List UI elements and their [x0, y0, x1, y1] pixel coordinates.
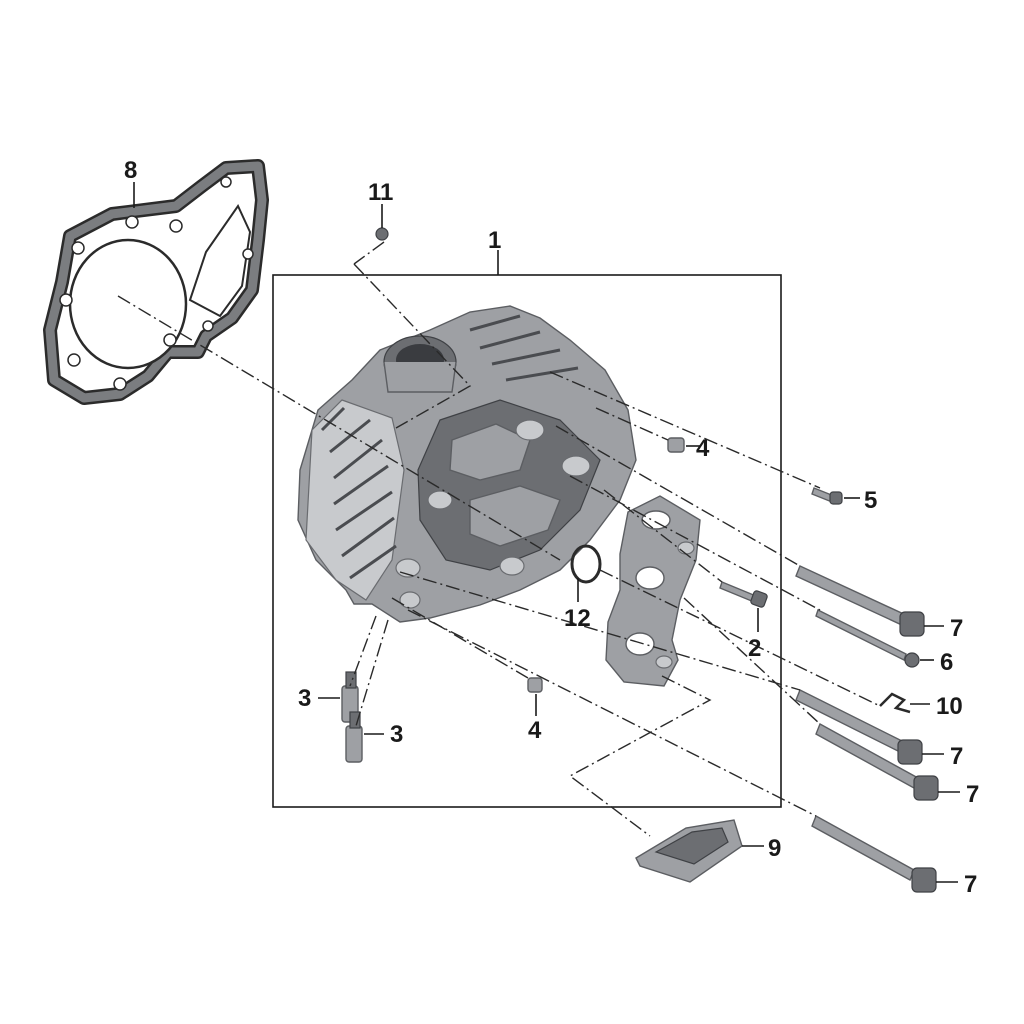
head-bolt-1[interactable] [795, 565, 925, 637]
callout-7-fourth: 7 [964, 871, 977, 898]
locating-pin[interactable] [815, 609, 920, 668]
spring-clip[interactable] [879, 692, 911, 714]
o-ring[interactable] [570, 544, 602, 584]
head-bolt-2[interactable] [795, 689, 923, 765]
callout-11: 11 [368, 179, 393, 206]
cylinder-head-frame [272, 274, 782, 808]
dowel-sleeve-lower[interactable] [527, 677, 543, 693]
callout-5: 5 [864, 487, 877, 514]
bolt-small[interactable] [811, 487, 843, 505]
stud-lower[interactable] [345, 711, 363, 763]
callout-7-third: 7 [966, 781, 979, 808]
callout-8: 8 [124, 157, 137, 184]
callout-4-lower: 4 [528, 717, 542, 744]
head-bolt-3[interactable] [815, 723, 939, 801]
leader-lines [133, 182, 960, 883]
callout-12: 12 [564, 605, 591, 632]
callout-6: 6 [940, 649, 953, 676]
assembly-lines [117, 241, 881, 837]
head-gasket[interactable] [43, 159, 269, 405]
screw-plug[interactable] [375, 227, 389, 241]
camshaft-bearing-bridge[interactable] [605, 495, 701, 687]
callout-9: 9 [768, 835, 781, 862]
callout-3-upper: 3 [298, 685, 311, 712]
callout-4-upper: 4 [696, 435, 710, 462]
callout-7-second: 7 [950, 743, 963, 770]
callout-1: 1 [488, 227, 501, 254]
callout-2: 2 [748, 635, 761, 662]
bolt-short[interactable] [719, 581, 768, 608]
callout-10: 10 [936, 693, 963, 720]
callout-3-lower: 3 [390, 721, 403, 748]
callout-labels: 1 8 11 4 5 12 2 7 6 10 7 7 9 7 4 3 3 [124, 157, 979, 898]
callout-7-first: 7 [950, 615, 963, 642]
head-bolt-4[interactable] [811, 815, 937, 893]
dowel-sleeve-upper[interactable] [667, 437, 685, 453]
cover-plate[interactable] [635, 819, 743, 883]
cylinder-head[interactable] [297, 305, 637, 623]
